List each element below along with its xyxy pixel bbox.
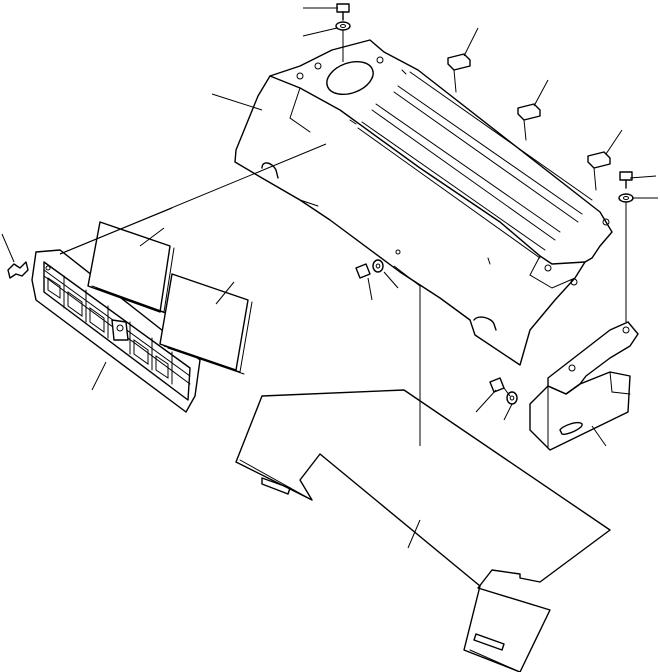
air-intake-grille: [31, 249, 201, 413]
mounting-bracket: [529, 321, 639, 451]
filter-element-upper: [87, 221, 175, 315]
bolt-and-washer-top: [335, 3, 351, 62]
bolt-and-washer-bracket: [489, 377, 518, 405]
main-cover-housing: [234, 39, 613, 366]
bottom-plate: [235, 389, 611, 672]
clip-parts: [447, 53, 611, 191]
bolt-and-washer-center: [355, 259, 384, 279]
filter-element-lower: [159, 273, 253, 375]
callout-leader-lines: [1, 7, 658, 549]
assembly-reference-lines: [59, 143, 421, 446]
bolt-and-washer-right: [618, 171, 634, 322]
wing-nut: [7, 261, 29, 279]
